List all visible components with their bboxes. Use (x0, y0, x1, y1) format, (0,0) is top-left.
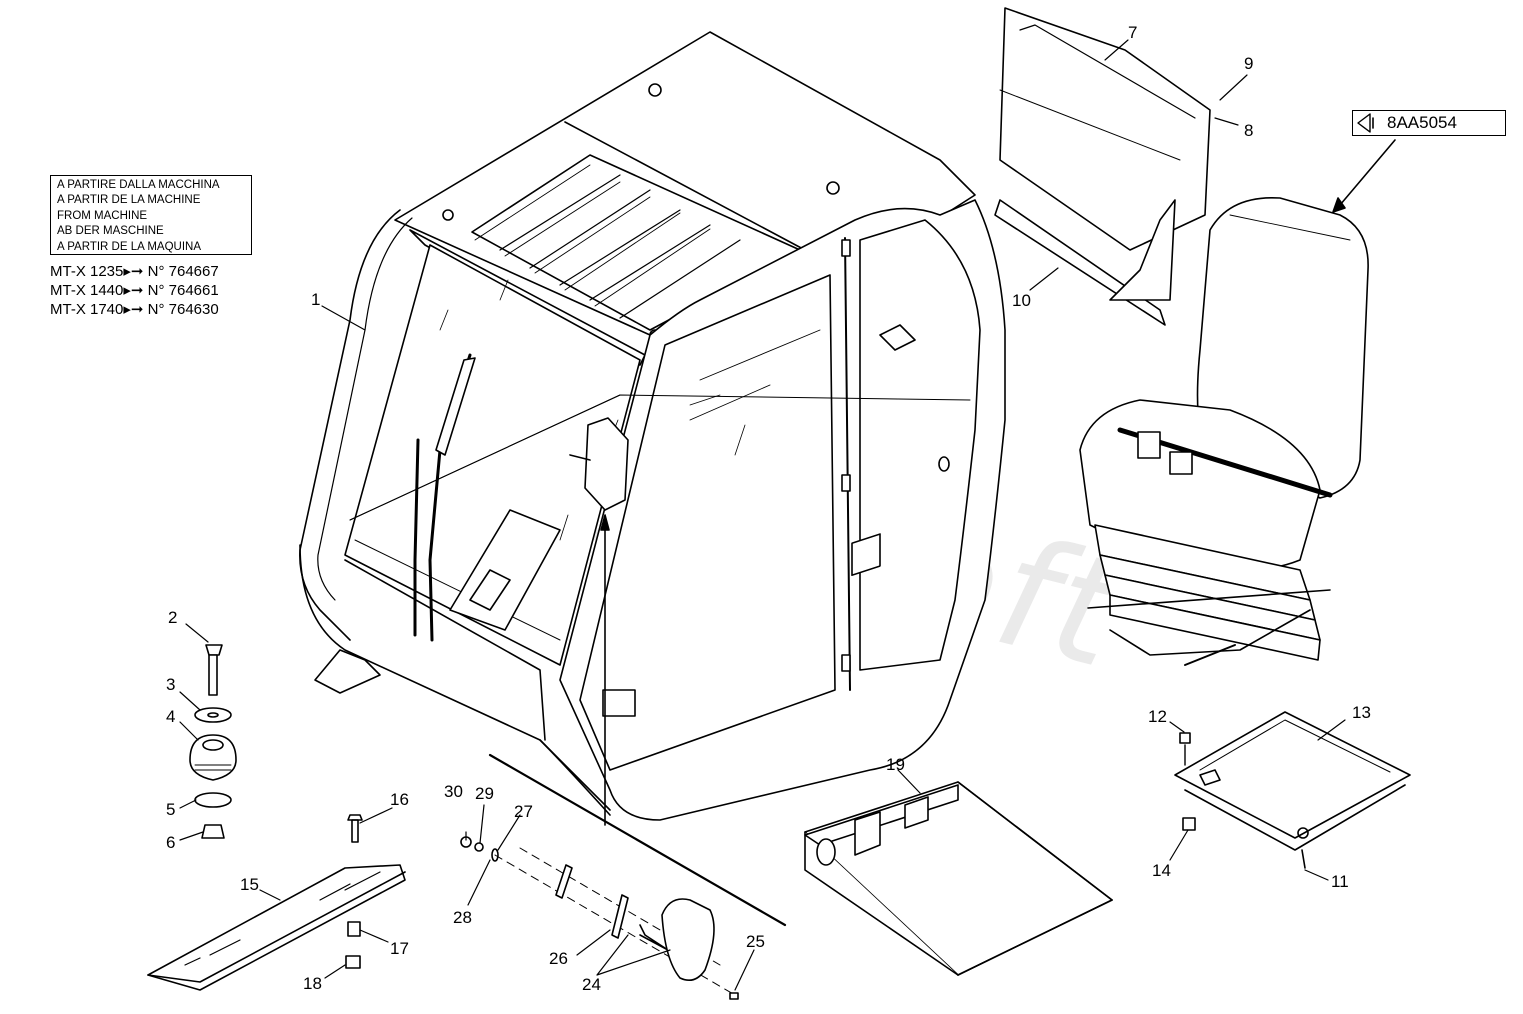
model-name: MT-X 1740 (50, 301, 124, 318)
callout-17: 17 (390, 939, 409, 958)
note-line-english: FROM MACHINE (57, 209, 148, 222)
model-serial: N° 764667 (147, 263, 219, 280)
cab-mount-stack (189, 644, 237, 839)
callout-5: 5 (166, 800, 176, 819)
operator-seat (1079, 196, 1369, 666)
callout-8: 8 (1244, 121, 1254, 140)
callout-27: 27 (514, 802, 533, 821)
callout-6: 6 (166, 833, 176, 852)
callout-14: 14 (1152, 861, 1171, 880)
arrow-right-icon: ▸➞ (123, 263, 144, 280)
section-line (488, 753, 787, 927)
arrow-right-icon: ▸➞ (123, 301, 144, 318)
callout-4: 4 (166, 707, 176, 726)
reference-box: 8AA5054 (1352, 110, 1506, 136)
callout-15: 15 (240, 875, 259, 894)
callout-9: 9 (1244, 54, 1254, 73)
seat-mounting-plate (1174, 711, 1411, 869)
model-name: MT-X 1235 (50, 263, 124, 280)
callout-26: 26 (549, 949, 568, 968)
note-line-french: A PARTIR DE LA MACHINE (57, 194, 201, 207)
callout-25: 25 (746, 932, 765, 951)
callout-29: 29 (475, 784, 494, 803)
model-row: MT-X 1235▸➞ N° 764667 (50, 264, 219, 280)
note-line-spanish: A PARTIR DE LA MAQUINA (57, 240, 202, 253)
storage-tray (804, 533, 1113, 976)
callout-7: 7 (1128, 23, 1138, 42)
callout-3: 3 (166, 675, 176, 694)
serial-note-box: A PARTIRE DALLA MACCHINA A PARTIR DE LA … (50, 175, 252, 255)
callout-24: 24 (582, 975, 601, 994)
callout-1: 1 (311, 290, 321, 309)
arrow-right-icon: ▸➞ (123, 282, 144, 299)
leader-lines (179, 39, 1346, 991)
callout-12: 12 (1148, 707, 1167, 726)
callout-18: 18 (303, 974, 322, 993)
model-row: MT-X 1440▸➞ N° 764661 (50, 283, 219, 299)
callout-13: 13 (1352, 703, 1371, 722)
cab-assembly (299, 31, 1006, 821)
model-row: MT-X 1740▸➞ N° 764630 (50, 302, 219, 318)
callout-16: 16 (390, 790, 409, 809)
note-line-italian: A PARTIRE DALLA MACCHINA (57, 179, 220, 191)
model-serial: N° 764661 (147, 282, 219, 299)
callout-28: 28 (453, 908, 472, 927)
model-name: MT-X 1440 (50, 282, 124, 299)
callout-30: 30 (444, 782, 463, 801)
support-bar (147, 814, 406, 991)
reference-code: 8AA5054 (1387, 113, 1457, 132)
mirror-assembly (460, 836, 739, 1000)
callout-11: 11 (1331, 872, 1349, 891)
sun-visor-assembly (994, 7, 1211, 326)
model-serial: N° 764630 (147, 301, 219, 318)
callout-10: 10 (1012, 291, 1031, 310)
callout-2: 2 (168, 608, 178, 627)
callout-19: 19 (886, 755, 905, 774)
note-line-german: AB DER MASCHINE (57, 225, 164, 238)
